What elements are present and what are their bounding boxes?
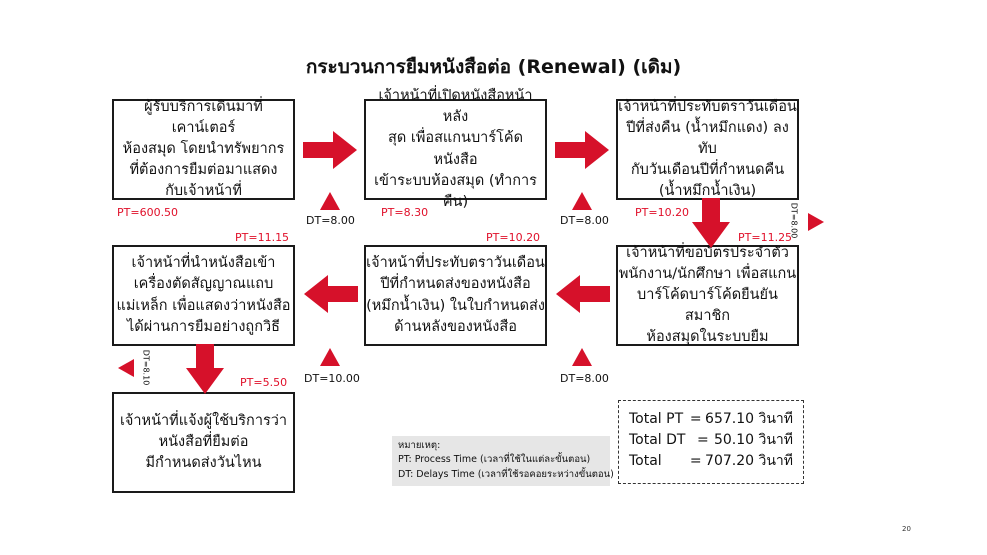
step-6-text: เจ้าหน้าที่นำหนังสือเข้า เครื่องตัดสัญญา… bbox=[116, 255, 291, 335]
process-time-6: PT=11.15 bbox=[235, 231, 290, 244]
total-pt-value: 657.10 วินาที bbox=[705, 411, 793, 427]
delay-time-6: DT=8.10 bbox=[141, 349, 151, 386]
process-time-5: PT=10.20 bbox=[486, 231, 541, 244]
total-all-label: Total bbox=[629, 453, 662, 469]
flow-arrow-down-1 bbox=[692, 198, 730, 248]
delay-time-4: DT=8.00 bbox=[560, 372, 609, 385]
step-5-text: เจ้าหน้าที่ประทับตราวันเดือน ปีที่กำหนดส… bbox=[366, 255, 545, 335]
flow-arrow-right-2 bbox=[555, 131, 609, 169]
process-step-4: เจ้าหน้าที่ขอบัตรประจำตัว พนักงาน/นักศึก… bbox=[616, 245, 799, 346]
page-title: กระบวนการยืมหนังสือต่อ (Renewal) (เดิม) bbox=[305, 56, 682, 78]
delay-triangle-6 bbox=[118, 359, 134, 377]
total-row-dt: Total DT = 50.10 วินาที bbox=[629, 430, 793, 451]
process-step-7: เจ้าหน้าที่แจ้งผู้ใช้บริการว่า หนังสือที… bbox=[112, 392, 295, 493]
total-row-pt: Total PT = 657.10 วินาที bbox=[629, 409, 793, 430]
total-row-all: Total = 707.20 วินาที bbox=[629, 451, 793, 472]
process-time-1: PT=600.50 bbox=[117, 206, 179, 219]
totals-box: Total PT = 657.10 วินาที Total DT = 50.1… bbox=[618, 400, 804, 484]
flow-arrow-right-1 bbox=[303, 131, 357, 169]
delay-time-5: DT=10.00 bbox=[304, 372, 360, 385]
step-3-text: เจ้าหน้าที่ประทับตราวันเดือน ปีที่ส่งคืน… bbox=[618, 98, 797, 200]
process-time-4: PT=11.25 bbox=[738, 231, 793, 244]
delay-triangle-1 bbox=[320, 192, 340, 210]
page-number: 20 bbox=[902, 525, 911, 533]
flow-arrow-down-2 bbox=[186, 344, 224, 394]
total-pt-label: Total PT bbox=[629, 411, 684, 427]
step-4-text: เจ้าหน้าที่ขอบัตรประจำตัว พนักงาน/นักศึก… bbox=[618, 244, 797, 346]
note-pt-line: PT: Process Time (เวลาที่ใช้ในแต่ละขั้นต… bbox=[398, 454, 591, 466]
total-dt-label: Total DT bbox=[629, 432, 686, 448]
process-time-2: PT=8.30 bbox=[381, 206, 429, 219]
note-heading: หมายเหตุ: bbox=[398, 440, 441, 451]
step-1-text: ผู้รับบริการเดินมาที่เคาน์เตอร์ ห้องสมุด… bbox=[122, 98, 285, 200]
process-step-6: เจ้าหน้าที่นำหนังสือเข้า เครื่องตัดสัญญา… bbox=[112, 245, 295, 346]
delay-time-3: DT=8.00 bbox=[789, 202, 799, 239]
delay-time-2: DT=8.00 bbox=[560, 214, 609, 227]
total-all-value: 707.20 วินาที bbox=[705, 453, 793, 469]
delay-time-1: DT=8.00 bbox=[306, 214, 355, 227]
process-step-1: ผู้รับบริการเดินมาที่เคาน์เตอร์ ห้องสมุด… bbox=[112, 99, 295, 200]
process-time-7: PT=5.50 bbox=[240, 376, 288, 389]
flow-arrow-left-1 bbox=[556, 275, 610, 313]
delay-triangle-2 bbox=[572, 192, 592, 210]
flow-arrow-left-2 bbox=[304, 275, 358, 313]
delay-triangle-5 bbox=[320, 348, 340, 366]
total-dt-eq: = bbox=[696, 432, 709, 448]
process-step-3: เจ้าหน้าที่ประทับตราวันเดือน ปีที่ส่งคืน… bbox=[616, 99, 799, 200]
process-step-5: เจ้าหน้าที่ประทับตราวันเดือน ปีที่กำหนดส… bbox=[364, 245, 547, 346]
process-time-3: PT=10.20 bbox=[635, 206, 690, 219]
step-7-text: เจ้าหน้าที่แจ้งผู้ใช้บริการว่า หนังสือที… bbox=[119, 412, 288, 471]
process-step-2: เจ้าหน้าที่เปิดหนังสือหน้าหลัง สุด เพื่อ… bbox=[364, 88, 547, 210]
total-pt-eq: = bbox=[689, 411, 702, 427]
delay-triangle-4 bbox=[572, 348, 592, 366]
delay-triangle-3 bbox=[808, 213, 824, 231]
total-all-eq: = bbox=[689, 453, 702, 469]
note-dt-line: DT: Delays Time (เวลาที่ใช้รอคอยระหว่างข… bbox=[398, 468, 614, 480]
step-2-text: เจ้าหน้าที่เปิดหนังสือหน้าหลัง สุด เพื่อ… bbox=[374, 88, 537, 210]
legend-note: หมายเหตุ: PT: Process Time (เวลาที่ใช้ใน… bbox=[392, 436, 614, 486]
total-dt-value: 50.10 วินาที bbox=[713, 432, 793, 448]
